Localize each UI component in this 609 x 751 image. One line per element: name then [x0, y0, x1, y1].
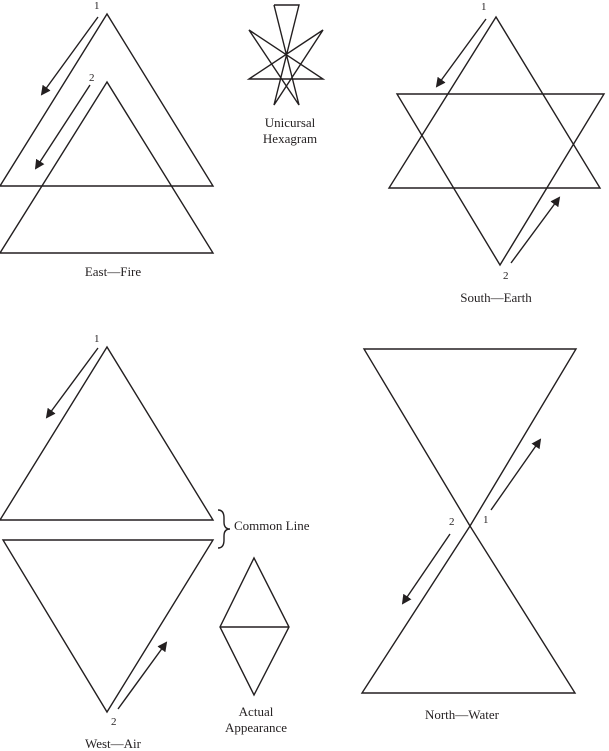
west-step-2: 2	[111, 716, 117, 728]
actual-appearance-label-line1: Actual	[239, 704, 274, 719]
north-arrow-1	[490, 438, 542, 511]
east-lower-triangle	[0, 80, 215, 254]
north-step-1: 1	[483, 514, 489, 526]
west-lower-triangle	[1, 539, 215, 714]
west-upper-triangle	[0, 345, 215, 521]
south-arrow-2	[510, 196, 561, 264]
common-line-label: Common Line	[234, 518, 310, 533]
west-step-1: 1	[94, 333, 100, 345]
common-line-brace	[217, 509, 231, 549]
east-arrow-1	[40, 16, 99, 96]
east-fire-figure: 1 2 East—Fire	[0, 0, 215, 279]
unicursal-hexagram-path	[246, 4, 326, 106]
south-arrow-1	[435, 18, 487, 88]
west-arrow-1	[45, 347, 99, 419]
north-step-2: 2	[449, 516, 455, 528]
north-upper-triangle	[362, 348, 578, 528]
unicursal-label-line1: Unicursal	[265, 115, 316, 130]
north-lower-triangle	[360, 524, 577, 694]
west-air-figure: 1 2 Common Line Actual Appearance West—A…	[0, 333, 310, 751]
south-lower-triangle	[395, 93, 606, 267]
south-earth-label: South—Earth	[460, 290, 532, 305]
actual-appearance-label-line2: Appearance	[225, 720, 287, 735]
actual-appearance-diamond	[219, 556, 290, 697]
east-arrow-2	[34, 84, 91, 170]
north-water-figure: 1 2 North—Water	[360, 348, 578, 722]
east-upper-triangle	[0, 12, 215, 187]
south-step-1: 1	[481, 1, 487, 13]
west-air-label: West—Air	[85, 736, 142, 751]
east-fire-label: East—Fire	[85, 264, 142, 279]
north-arrow-2	[401, 533, 451, 605]
unicursal-hexagram-figure: Unicursal Hexagram	[246, 4, 326, 146]
east-step-2: 2	[89, 72, 95, 84]
north-water-label: North—Water	[425, 707, 500, 722]
west-arrow-2	[117, 641, 168, 710]
south-upper-triangle	[387, 15, 602, 189]
east-step-1: 1	[94, 0, 100, 12]
south-earth-figure: 1 2 South—Earth	[387, 1, 606, 305]
unicursal-label-line2: Hexagram	[263, 131, 317, 146]
south-step-2: 2	[503, 270, 509, 282]
